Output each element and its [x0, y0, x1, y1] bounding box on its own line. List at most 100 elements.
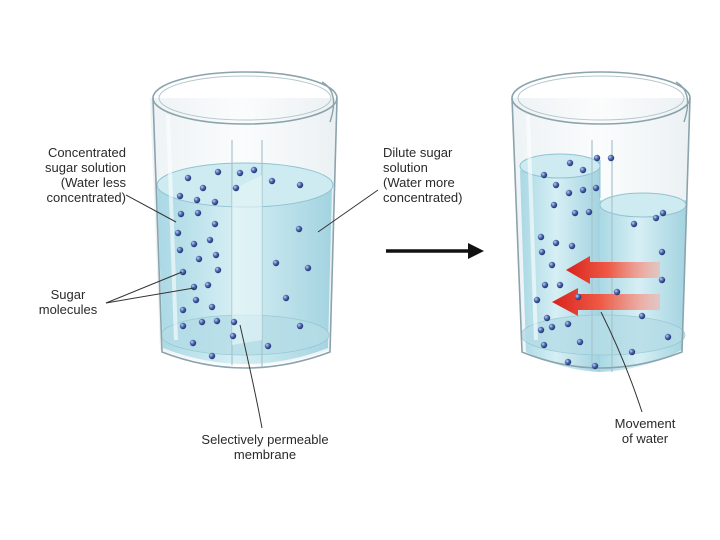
sugar-molecule: [628, 348, 636, 356]
sugar-molecule: [638, 312, 646, 320]
dilute-label-line-2: solution: [383, 160, 428, 175]
sugar-molecule: [190, 240, 198, 248]
sugar-molecule: [533, 296, 541, 304]
sugar-molecule: [176, 192, 184, 200]
movement-label-line-1: Movement: [614, 416, 676, 431]
concentrated-label-line-2: sugar solution: [45, 160, 126, 175]
sugar-molecule: [652, 214, 660, 222]
sugar-molecule: [199, 184, 207, 192]
sugar-molecule: [208, 303, 216, 311]
sugar-molecule: [229, 332, 237, 340]
sugar-molecules-label: Sugar molecules: [30, 287, 106, 317]
sugar-molecule: [538, 248, 546, 256]
membrane-label-line-2: membrane: [233, 447, 297, 462]
leader-dilute: [317, 189, 379, 233]
sugar-molecule: [174, 229, 182, 237]
concentrated-label-line-3: (Water less: [60, 175, 126, 190]
sugar-molecule: [613, 288, 621, 296]
sugar-molecule: [556, 281, 564, 289]
sugar-molecule: [540, 341, 548, 349]
sugar-molecule: [282, 294, 290, 302]
sugar-molecule: [658, 276, 666, 284]
sugar-molecule: [659, 209, 667, 217]
sugar-label-line-1: Sugar: [50, 287, 86, 302]
sugar-molecule: [194, 209, 202, 217]
sugar-molecule: [552, 181, 560, 189]
sugar-molecule: [591, 362, 599, 370]
sugar-molecule: [552, 239, 560, 247]
sugar-label-line-2: molecules: [38, 302, 98, 317]
sugar-molecule: [268, 177, 276, 185]
sugar-molecule: [211, 220, 219, 228]
sugar-molecule: [232, 184, 240, 192]
sugar-molecule: [543, 314, 551, 322]
dilute-label-line-3: (Water more: [383, 175, 455, 190]
sugar-molecule: [198, 318, 206, 326]
sugar-molecule: [184, 174, 192, 182]
left-sugar-molecules: [174, 166, 312, 360]
concentrated-label-line-4: concentrated): [46, 190, 127, 205]
sugar-molecule: [658, 248, 666, 256]
movement-label-line-2: of water: [621, 431, 669, 446]
movement-of-water-label: Movement of water: [600, 416, 690, 446]
sugar-molecule: [214, 168, 222, 176]
sugar-molecule: [189, 339, 197, 347]
sugar-molecule: [568, 242, 576, 250]
sugar-molecule: [213, 317, 221, 325]
sugar-molecule: [548, 261, 556, 269]
sugar-molecule: [296, 322, 304, 330]
sugar-molecule: [250, 166, 258, 174]
sugar-molecule: [214, 266, 222, 274]
leader-movement: [600, 311, 643, 413]
concentrated-label-line-1: Concentrated: [47, 145, 126, 160]
left-beaker: [150, 71, 338, 369]
sugar-molecule: [579, 186, 587, 194]
sugar-molecule: [607, 154, 615, 162]
sugar-molecule: [564, 358, 572, 366]
sugar-molecule: [206, 236, 214, 244]
sugar-molecule: [537, 233, 545, 241]
sugar-molecule: [195, 255, 203, 263]
sugar-molecule: [296, 181, 304, 189]
sugar-molecule: [192, 296, 200, 304]
concentrated-solution-label: Concentrated sugar solution (Water less …: [14, 145, 126, 205]
sugar-molecule: [541, 281, 549, 289]
sugar-molecule: [179, 306, 187, 314]
process-arrow: [386, 243, 484, 259]
sugar-molecule: [236, 169, 244, 177]
right-beaker: [511, 71, 691, 372]
sugar-molecule: [211, 198, 219, 206]
sugar-molecule: [304, 264, 312, 272]
sugar-molecule: [272, 259, 280, 267]
sugar-molecule: [565, 189, 573, 197]
sugar-molecule: [630, 220, 638, 228]
sugar-molecule: [579, 166, 587, 174]
leader-lines: [105, 189, 643, 429]
right-sugar-molecules: [533, 154, 672, 370]
sugar-molecule: [585, 208, 593, 216]
sugar-molecule: [230, 318, 238, 326]
leader-membrane: [239, 324, 263, 429]
left-membrane: [232, 175, 262, 345]
sugar-molecule: [571, 209, 579, 217]
sugar-molecule: [204, 281, 212, 289]
sugar-molecule: [264, 342, 272, 350]
sugar-molecule: [177, 210, 185, 218]
leader-concentrated: [125, 194, 177, 223]
leader-sugar-2: [105, 287, 195, 304]
membrane-label-line-1: Selectively permeable: [201, 432, 329, 447]
sugar-molecule: [193, 196, 201, 204]
membrane-label: Selectively permeable membrane: [180, 432, 350, 462]
sugar-molecule: [593, 154, 601, 162]
sugar-molecule: [208, 352, 216, 360]
sugar-molecule: [179, 268, 187, 276]
sugar-molecule: [176, 246, 184, 254]
sugar-molecule: [537, 326, 545, 334]
sugar-molecule: [548, 323, 556, 331]
sugar-molecule: [179, 322, 187, 330]
leader-sugar-1: [105, 271, 183, 304]
sugar-molecule: [540, 171, 548, 179]
dilute-label-line-4: concentrated): [383, 190, 463, 205]
